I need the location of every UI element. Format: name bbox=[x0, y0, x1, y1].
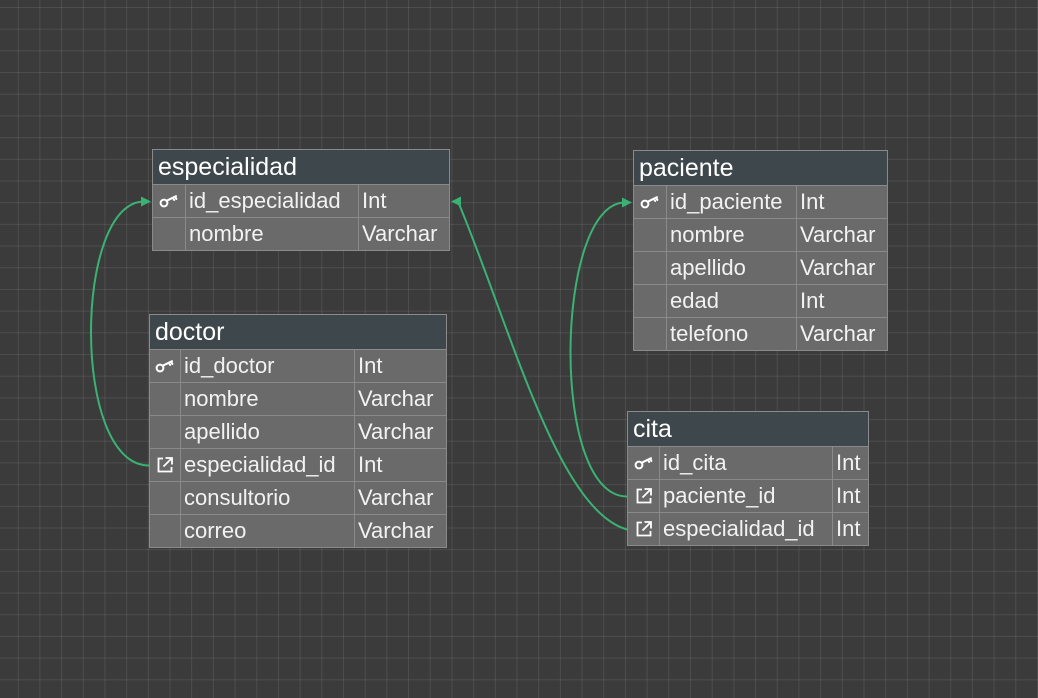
column-name[interactable]: id_paciente bbox=[667, 186, 797, 219]
key-icon bbox=[149, 350, 181, 383]
link-icon bbox=[149, 449, 181, 482]
column-type[interactable]: Int bbox=[797, 186, 888, 219]
column-name[interactable]: consultorio bbox=[181, 482, 355, 515]
column-type[interactable]: Int bbox=[355, 449, 447, 482]
empty-icon-cell bbox=[633, 285, 667, 318]
column-type[interactable]: Int bbox=[359, 185, 450, 218]
column-name[interactable]: id_especialidad bbox=[186, 185, 359, 218]
column-type[interactable]: Varchar bbox=[355, 383, 447, 416]
column-name[interactable]: id_cita bbox=[660, 447, 833, 480]
relation-arrowhead bbox=[622, 197, 632, 208]
column-type[interactable]: Varchar bbox=[359, 218, 450, 251]
column-type[interactable]: Varchar bbox=[355, 416, 447, 449]
column-name[interactable]: especialidad_id bbox=[181, 449, 355, 482]
empty-icon-cell bbox=[149, 383, 181, 416]
column-name[interactable]: nombre bbox=[186, 218, 359, 251]
entity-title[interactable]: especialidad bbox=[152, 149, 450, 185]
link-icon bbox=[627, 513, 660, 546]
empty-icon-cell bbox=[633, 318, 667, 351]
column-name[interactable]: edad bbox=[667, 285, 797, 318]
entity-title[interactable]: cita bbox=[627, 411, 869, 447]
column-name[interactable]: telefono bbox=[667, 318, 797, 351]
column-name[interactable]: apellido bbox=[667, 252, 797, 285]
key-icon bbox=[627, 447, 660, 480]
entity-title[interactable]: doctor bbox=[149, 314, 447, 350]
column-name[interactable]: nombre bbox=[181, 383, 355, 416]
key-icon bbox=[633, 186, 667, 219]
empty-icon-cell bbox=[152, 218, 186, 251]
entity-title[interactable]: paciente bbox=[633, 150, 888, 186]
column-type[interactable]: Int bbox=[833, 480, 869, 513]
column-name[interactable]: apellido bbox=[181, 416, 355, 449]
empty-icon-cell bbox=[633, 219, 667, 252]
relation-line[interactable] bbox=[457, 201, 628, 531]
column-type[interactable]: Int bbox=[833, 513, 869, 546]
column-name[interactable]: paciente_id bbox=[660, 480, 833, 513]
relation-arrowhead bbox=[141, 196, 151, 207]
link-icon bbox=[627, 480, 660, 513]
column-name[interactable]: nombre bbox=[667, 219, 797, 252]
column-type[interactable]: Int bbox=[833, 447, 869, 480]
relation-line[interactable] bbox=[569, 201, 628, 498]
column-type[interactable]: Varchar bbox=[797, 219, 888, 252]
column-type[interactable]: Int bbox=[355, 350, 447, 383]
column-type[interactable]: Varchar bbox=[355, 515, 447, 548]
column-type[interactable]: Varchar bbox=[355, 482, 447, 515]
empty-icon-cell bbox=[149, 482, 181, 515]
relation-line[interactable] bbox=[90, 200, 150, 467]
empty-icon-cell bbox=[149, 515, 181, 548]
column-name[interactable]: correo bbox=[181, 515, 355, 548]
empty-icon-cell bbox=[149, 416, 181, 449]
empty-icon-cell bbox=[633, 252, 667, 285]
column-name[interactable]: id_doctor bbox=[181, 350, 355, 383]
relation-arrowhead bbox=[451, 196, 461, 207]
column-type[interactable]: Int bbox=[797, 285, 888, 318]
key-icon bbox=[152, 185, 186, 218]
column-name[interactable]: especialidad_id bbox=[660, 513, 833, 546]
column-type[interactable]: Varchar bbox=[797, 318, 888, 351]
column-type[interactable]: Varchar bbox=[797, 252, 888, 285]
